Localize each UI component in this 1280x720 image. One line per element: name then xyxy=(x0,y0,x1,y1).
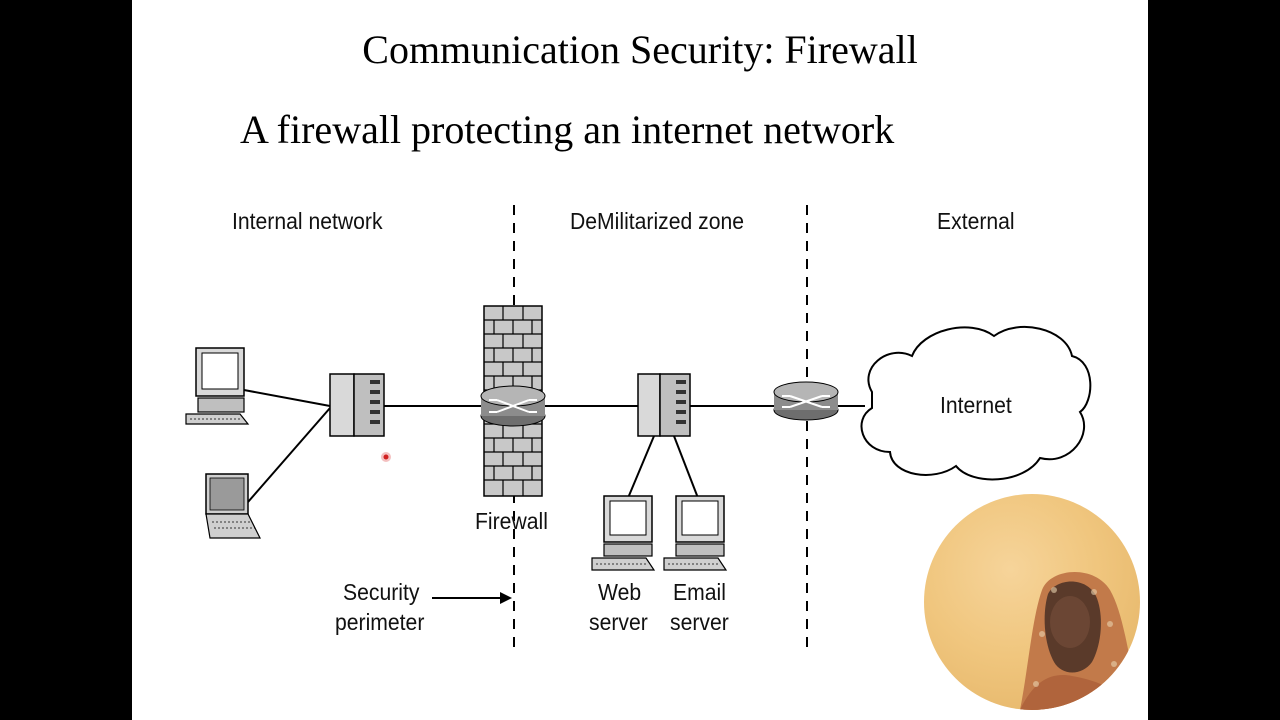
zone-label-internal: Internal network xyxy=(232,208,383,234)
presenter-webcam xyxy=(924,494,1140,710)
email-server-label-line1: Email xyxy=(673,579,726,605)
email-server-computer-icon xyxy=(663,495,728,571)
slide-subtitle: A firewall protecting an internet networ… xyxy=(240,107,895,152)
internet-label: Internet xyxy=(940,392,1012,418)
slide-title: Communication Security: Firewall xyxy=(362,27,918,72)
email-server-label-line2: server xyxy=(670,609,729,635)
internal-server-icon xyxy=(329,373,385,437)
zone-label-external: External xyxy=(937,208,1015,234)
laptop-icon xyxy=(205,473,261,539)
web-server-computer-icon xyxy=(591,495,656,571)
security-perimeter-arrow xyxy=(432,592,512,604)
internet-cloud-icon xyxy=(860,325,1092,481)
dmz-server-icon xyxy=(637,373,691,437)
web-server-label-line2: server xyxy=(589,609,648,635)
security-perimeter-label-line1: Security xyxy=(343,579,420,605)
security-perimeter-label-line2: perimeter xyxy=(335,609,425,635)
external-router-icon xyxy=(773,381,839,421)
firewall-label: Firewall xyxy=(475,508,548,534)
web-server-label-line1: Web xyxy=(598,579,642,605)
desktop-computer-icon xyxy=(185,347,250,425)
pointer-dot xyxy=(381,452,391,462)
presenter-silhouette xyxy=(1020,571,1140,710)
zone-label-dmz: DeMilitarized zone xyxy=(570,208,745,234)
firewall-router-icon xyxy=(480,385,546,427)
